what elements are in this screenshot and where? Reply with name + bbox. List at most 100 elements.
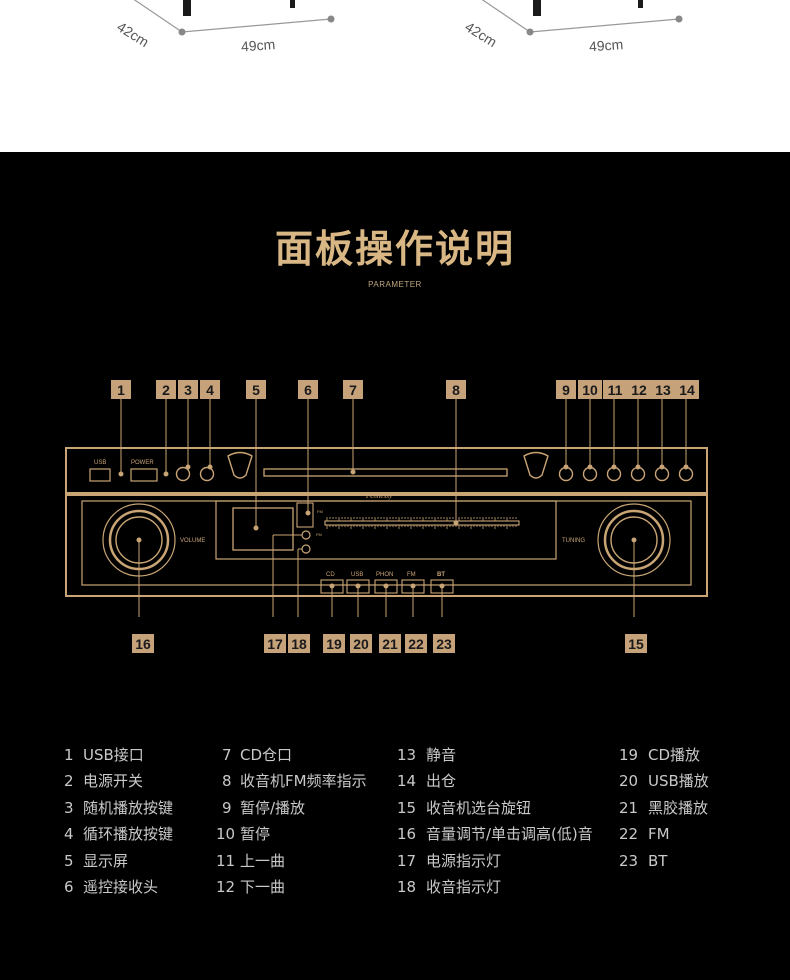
leg-icon xyxy=(183,0,191,16)
legend-item: 1 USB接口 xyxy=(64,742,173,768)
legend-label: USB播放 xyxy=(648,772,709,791)
fm-button-label: FM xyxy=(407,572,416,578)
legend-num: 18 xyxy=(397,877,417,896)
callout-16: 16 xyxy=(132,634,154,653)
legend-num: 15 xyxy=(397,798,417,817)
power-led-icon xyxy=(301,530,311,540)
callout-13: 13 xyxy=(651,380,675,399)
legend-item: 13 静音 xyxy=(397,742,593,768)
callout-18: 18 xyxy=(288,634,310,653)
callout-12: 12 xyxy=(627,380,651,399)
svg-text:21: 21 xyxy=(382,636,398,652)
fm-led-label: FM xyxy=(316,532,322,537)
callout-10: 10 xyxy=(578,380,602,399)
bottom-callouts: 16 17 18 19 20 21 22 23 15 xyxy=(132,634,647,653)
cd-button-label: CD xyxy=(326,572,335,578)
legend-num: 10 xyxy=(216,825,236,844)
front-panel-diagram: 1 2 3 4 5 6 7 8 9 10 11 12 13 14 USB POW… xyxy=(65,380,708,617)
legend-label: USB接口 xyxy=(83,746,144,764)
svg-text:15: 15 xyxy=(628,636,644,652)
legend-num: 13 xyxy=(397,746,417,764)
dimension-drawing: 42cm 49cm 42cm 49cm xyxy=(114,0,683,54)
fm-scale xyxy=(324,520,520,526)
panel-section: 面板操作说明 PARAMETER 1 2 3 4 5 6 7 8 9 10 11… xyxy=(0,152,790,980)
remote-sensor xyxy=(296,502,314,528)
phon-button-label: PHON xyxy=(376,572,393,578)
legend-label: CD播放 xyxy=(648,746,701,764)
usb-label: USB xyxy=(94,460,106,466)
legend-label: 显示屏 xyxy=(83,851,129,870)
callout-8: 8 xyxy=(446,380,466,399)
callout-17: 17 xyxy=(264,634,286,653)
fm-scale-ticks xyxy=(326,517,517,529)
svg-text:5: 5 xyxy=(252,382,260,398)
legend-label: 暂停 xyxy=(240,825,271,844)
left-hook-icon xyxy=(227,451,253,479)
legend-num: 16 xyxy=(397,825,417,844)
svg-text:8: 8 xyxy=(452,382,460,398)
volume-label: VOLUME xyxy=(180,538,205,544)
legend-num: 9 xyxy=(222,798,232,817)
svg-text:20: 20 xyxy=(353,636,369,652)
callout-20: 20 xyxy=(350,634,372,653)
legend-num: 3 xyxy=(64,798,74,817)
legend-label: 电源指示灯 xyxy=(426,851,502,870)
cd-slot xyxy=(263,468,508,477)
legend-label: 收音机选台旋钮 xyxy=(426,798,532,817)
callout-5: 5 xyxy=(246,380,266,399)
svg-text:13: 13 xyxy=(655,382,671,398)
svg-text:6: 6 xyxy=(304,382,312,398)
right-hook-icon xyxy=(523,451,549,479)
legend-label: 静音 xyxy=(426,746,457,764)
svg-text:23: 23 xyxy=(436,636,452,652)
usb-button-label: USB xyxy=(351,572,363,578)
legend-num: 14 xyxy=(397,772,417,791)
tuning-label: TUNING xyxy=(562,538,585,544)
svg-text:19: 19 xyxy=(326,636,342,652)
leg-icon xyxy=(290,0,295,8)
svg-text:7: 7 xyxy=(349,382,357,398)
callout-9: 9 xyxy=(556,380,576,399)
legend-num: 7 xyxy=(222,746,232,764)
device-top-strip xyxy=(65,447,708,496)
svg-text:17: 17 xyxy=(267,636,283,652)
random-button-icon xyxy=(175,466,191,482)
callout-4: 4 xyxy=(200,380,220,399)
display-window xyxy=(215,500,557,560)
legend-num: 4 xyxy=(64,825,74,844)
svg-text:1: 1 xyxy=(117,382,125,398)
legend-label: 循环播放按键 xyxy=(83,825,174,844)
repeat-button-icon xyxy=(199,466,215,482)
leg-icon xyxy=(533,0,541,16)
legend-num: 1 xyxy=(64,746,74,764)
callout-11: 11 xyxy=(603,380,627,399)
callout-22: 22 xyxy=(405,634,427,653)
legend-label: 遥控接收头 xyxy=(83,877,159,896)
legend-num: 6 xyxy=(64,877,74,896)
left-depth-label: 42cm xyxy=(114,18,152,50)
right-depth-label: 42cm xyxy=(462,18,500,50)
radio-led-icon xyxy=(301,544,311,554)
legend-label: BT xyxy=(648,851,668,870)
legend-label: 出仓 xyxy=(426,772,457,791)
legend-item: 15 收音机选台旋钮 xyxy=(397,795,593,821)
callout-6: 6 xyxy=(298,380,318,399)
svg-text:3: 3 xyxy=(184,382,192,398)
svg-text:14: 14 xyxy=(679,382,695,398)
page-subtitle: PARAMETER xyxy=(368,280,422,289)
callout-23: 23 xyxy=(433,634,455,653)
svg-text:18: 18 xyxy=(291,636,307,652)
legend-label: 上一曲 xyxy=(240,851,286,870)
left-width-label: 49cm xyxy=(240,36,275,54)
callout-7: 7 xyxy=(343,380,363,399)
legend-label: 下一曲 xyxy=(240,877,286,896)
